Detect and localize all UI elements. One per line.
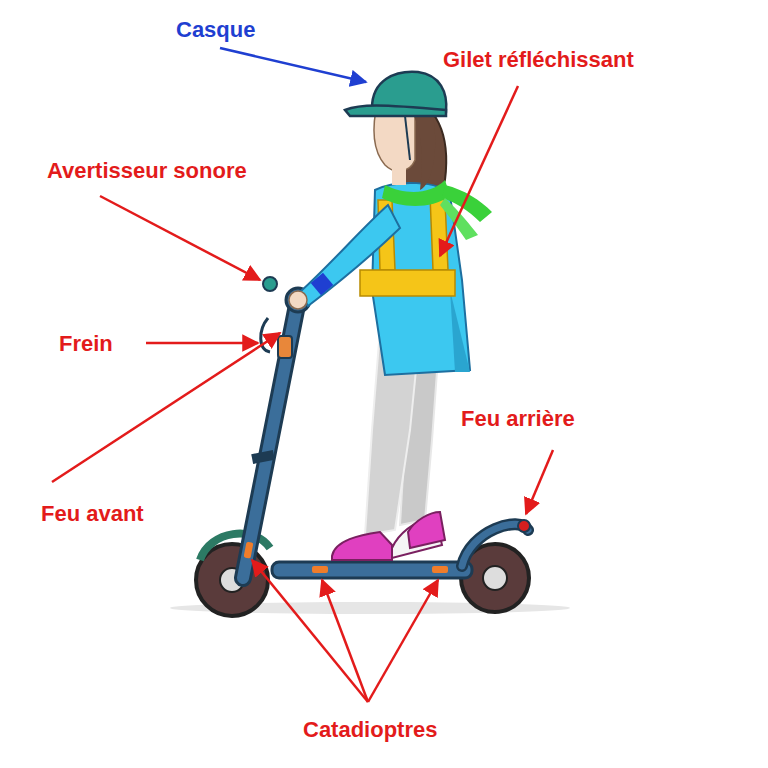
part-label: Gilet réfléchissant bbox=[443, 48, 634, 72]
part-label: Feu arrière bbox=[461, 407, 575, 431]
part-label: Avertisseur sonore bbox=[47, 159, 247, 183]
part-label: Casque bbox=[176, 18, 255, 42]
part-label: Frein bbox=[59, 332, 113, 356]
part-label: Catadioptres bbox=[303, 718, 437, 742]
part-label: Feu avant bbox=[41, 502, 144, 526]
